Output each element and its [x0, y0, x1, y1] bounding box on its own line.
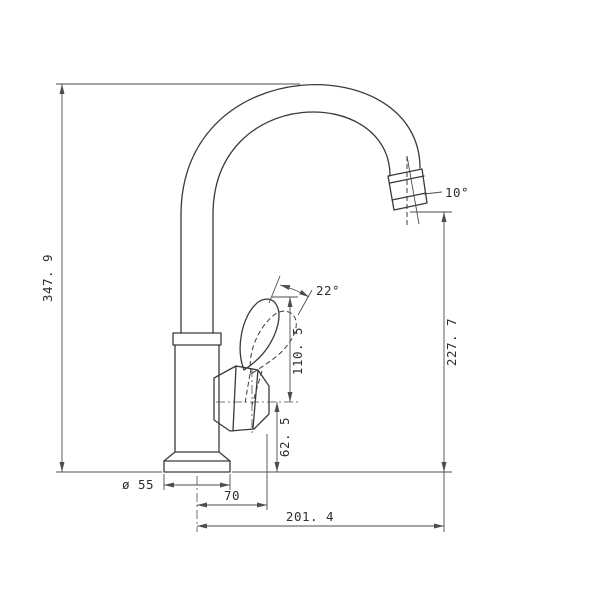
spout-reach-label: 201. 4 — [286, 509, 334, 524]
handle-center-height-label: 62. 5 — [277, 417, 292, 457]
handle-axis-extension-lines — [268, 275, 313, 316]
outlet-height-extension-lines — [232, 211, 452, 532]
handle-offset-label: 70 — [224, 488, 240, 503]
handle-swing-angle-annotation: 22° — [268, 275, 340, 316]
center-lines — [196, 368, 298, 532]
outlet-nozzle — [387, 168, 428, 211]
handle-length-label: 110. 5 — [290, 327, 305, 375]
base-diameter-label: ø 55 — [122, 477, 154, 492]
outlet-angle-leader-line — [423, 191, 443, 195]
handle-swing-angle-label: 22° — [316, 283, 340, 298]
faucet-base — [163, 451, 231, 473]
outlet-height-label: 227. 7 — [444, 318, 459, 366]
neck-collar — [172, 332, 222, 346]
total-height-label: 347. 9 — [40, 254, 55, 302]
handle-lever-alternate — [249, 310, 297, 375]
outlet-angle-label: 10° — [445, 185, 469, 200]
dimension-outlet-height: 227. 7 — [232, 211, 459, 532]
dimension-handle-center-height: 62. 5 — [274, 402, 292, 472]
total-height-extension-lines — [56, 83, 300, 473]
spout-gooseneck — [180, 84, 421, 334]
faucet-outline — [163, 84, 428, 473]
faucet-body — [174, 344, 220, 453]
dimension-handle-offset: 70 — [197, 434, 268, 510]
outlet-angle-annotation: 10° — [406, 155, 469, 225]
dimension-handle-length: 110. 5 — [272, 296, 305, 402]
handle-swing-arc — [279, 284, 310, 298]
dimension-total-height: 347. 9 — [40, 83, 300, 473]
dimension-base-diameter: ø 55 — [122, 474, 231, 492]
dimension-spout-reach: 201. 4 — [197, 509, 444, 529]
handle-stem-hidden-lines — [244, 370, 263, 406]
outlet-axis-line — [406, 155, 420, 225]
handle-lever-solid — [239, 298, 280, 371]
